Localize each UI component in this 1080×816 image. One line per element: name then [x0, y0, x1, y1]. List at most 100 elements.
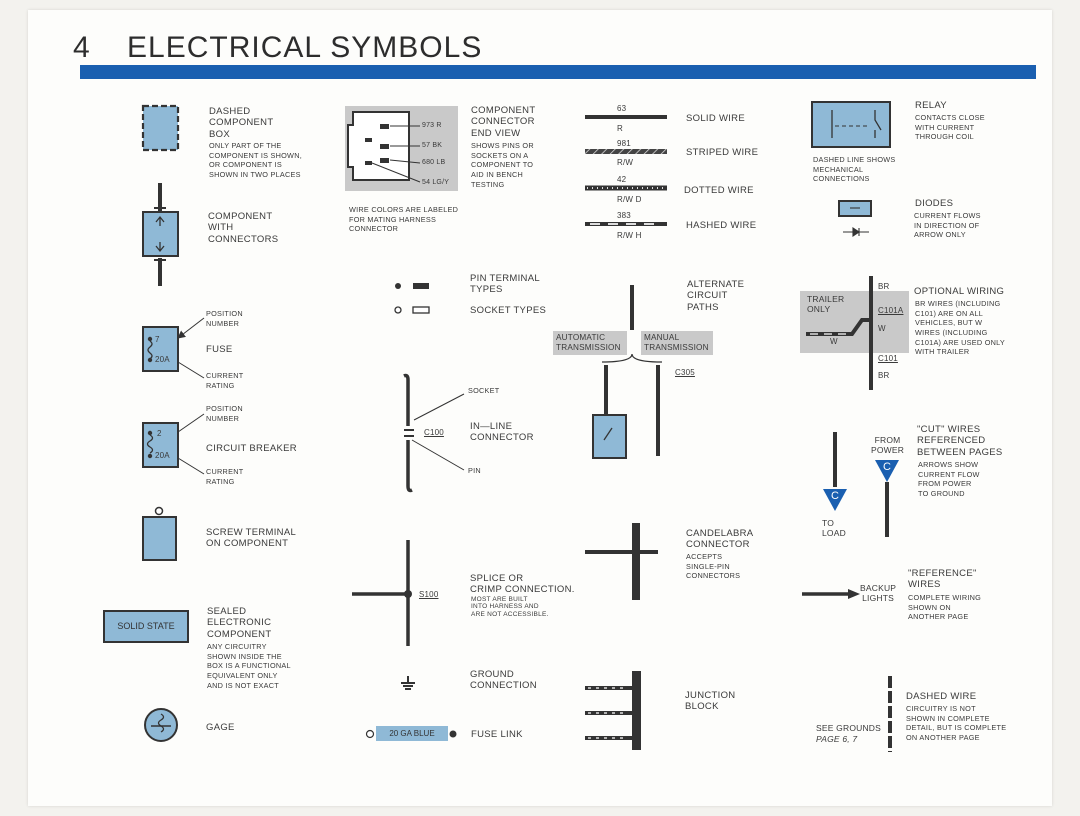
inline-code: C100 — [424, 428, 444, 437]
manual-transmission-label: MANUAL TRANSMISSION — [641, 331, 713, 355]
page-number: 4 — [73, 31, 91, 64]
fuse-link-title: FUSE LINK — [471, 729, 523, 740]
fuse-rating-label: CURRENT RATING — [206, 371, 244, 390]
w-label-1: W — [878, 324, 886, 333]
reference-note: COMPLETE WIRING SHOWN ON ANOTHER PAGE — [908, 593, 982, 622]
wire-color-striped: R/W — [617, 158, 634, 167]
component-connectors-title: COMPONENT WITH CONNECTORS — [208, 211, 279, 245]
screw-terminal-title: SCREW TERMINAL ON COMPONENT — [206, 527, 297, 550]
wire-color-dotted: R/W D — [617, 195, 642, 204]
from-power-label: FROM POWER — [871, 435, 905, 456]
reference-title: "REFERENCE" WIRES — [908, 568, 977, 591]
cut-wires-symbol — [823, 432, 899, 537]
candelabra-title: CANDELABRA CONNECTOR — [686, 528, 754, 551]
striped-wire-symbol — [585, 149, 667, 154]
title-rule — [80, 65, 1036, 79]
relay-note: CONTACTS CLOSE WITH CURRENT THROUGH COIL — [915, 113, 985, 142]
wire-number-solid: 63 — [617, 104, 627, 113]
inline-title: IN—LINE CONNECTOR — [470, 421, 534, 444]
alternate-title: ALTERNATE CIRCUIT PATHS — [687, 279, 745, 313]
c101a-label: C101A — [878, 306, 904, 315]
gage-symbol — [144, 708, 178, 742]
wire-title-hashed: HASHED WIRE — [686, 220, 757, 231]
trailer-only-label: TRAILER ONLY — [807, 294, 845, 315]
connector-end-title: COMPONENT CONNECTOR END VIEW — [471, 105, 536, 139]
pin-label-2: 57 BK — [422, 142, 443, 149]
breaker-position: 2 — [157, 429, 162, 438]
pin-label-1: 973 R — [422, 122, 442, 129]
reference-wire-symbol — [802, 589, 860, 599]
dashed-component-box-symbol — [141, 104, 180, 152]
wire-title-dotted: DOTTED WIRE — [684, 185, 754, 196]
relay-caption: DASHED LINE SHOWS MECHANICAL CONNECTIONS — [813, 155, 896, 184]
fuse-link-symbol — [365, 726, 457, 741]
dashed-box-note: ONLY PART OF THE COMPONENT IS SHOWN, OR … — [209, 141, 302, 179]
w-label-2: W — [830, 337, 838, 346]
solid-state-box-symbol — [103, 610, 189, 643]
screw-terminal-symbol — [142, 506, 177, 561]
connector-end-view-symbol — [345, 106, 458, 191]
backup-lights-label: BACKUP LIGHTS — [860, 583, 897, 604]
fuse-link-text: 20 GA BLUE — [389, 729, 435, 738]
wire-color-hashed: R/W H — [617, 231, 642, 240]
wire-number-hashed: 383 — [617, 211, 631, 220]
breaker-rating: 20A — [155, 451, 170, 460]
pin-socket-symbols — [394, 283, 430, 314]
fuse-symbol — [142, 317, 205, 379]
page-title: ELECTRICAL SYMBOLS — [127, 31, 483, 64]
inline-connector-symbol — [403, 373, 465, 493]
cut-letter-right: C — [883, 461, 891, 473]
fuse-label: FUSE — [206, 344, 233, 355]
splice-symbol — [352, 540, 412, 646]
fuse-position-label: POSITION NUMBER — [206, 309, 243, 328]
ground-symbol — [401, 676, 415, 690]
pin-terminal-title: PIN TERMINAL TYPES — [470, 273, 540, 296]
fuse-rating: 20A — [155, 355, 170, 364]
dashed-box-title: DASHED COMPONENT BOX — [209, 106, 274, 140]
component-with-connectors-symbol — [142, 183, 179, 286]
connector-end-note: SHOWS PINS OR SOCKETS ON A COMPONENT TO … — [471, 141, 534, 189]
pin-label-3: 680 LB — [422, 159, 446, 166]
relay-symbol — [811, 101, 891, 148]
diodes-title: DIODES — [915, 198, 954, 209]
see-grounds-page: PAGE 6, 7 — [816, 734, 858, 744]
splice-note: MOST ARE BUILT INTO HARNESS AND ARE NOT … — [471, 596, 549, 618]
c101-label: C101 — [878, 354, 898, 363]
sealed-title: SEALED ELECTRONIC COMPONENT — [207, 606, 272, 640]
splice-title: SPLICE OR CRIMP CONNECTION. — [470, 573, 575, 596]
breaker-label: CIRCUIT BREAKER — [206, 443, 297, 454]
diodes-note: CURRENT FLOWS IN DIRECTION OF ARROW ONLY — [914, 211, 981, 240]
junction-block-symbol — [585, 671, 641, 750]
circuit-breaker-symbol — [142, 413, 205, 475]
br-bottom-label: BR — [878, 371, 890, 380]
auto-transmission-label: AUTOMATIC TRANSMISSION — [553, 331, 627, 355]
alternate-code: C305 — [675, 368, 695, 377]
wire-number-striped: 981 — [617, 139, 631, 148]
ground-title: GROUND CONNECTION — [470, 669, 537, 692]
wire-title-solid: SOLID WIRE — [686, 113, 745, 124]
relay-title: RELAY — [915, 100, 947, 111]
fuse-position: 7 — [155, 335, 160, 344]
dashed-wire-note: CIRCUITRY IS NOT SHOWN IN COMPLETE DETAI… — [906, 704, 1007, 742]
cut-title: "CUT" WIRES REFERENCED BETWEEN PAGES — [917, 424, 1003, 458]
inline-socket-label: SOCKET — [468, 386, 500, 395]
pin-label-4: 54 LG/Y — [422, 179, 450, 186]
wire-number-dotted: 42 — [617, 175, 627, 184]
optional-note: BR WIRES (INCLUDING C101) ARE ON ALL VEH… — [915, 299, 1006, 357]
see-grounds-label: SEE GROUNDS — [816, 723, 882, 733]
alternate-paths-symbol — [592, 285, 663, 459]
candelabra-symbol — [585, 523, 658, 600]
optional-wiring-symbol — [800, 276, 909, 390]
cut-note: ARROWS SHOW CURRENT FLOW FROM POWER TO G… — [918, 460, 980, 498]
inline-pin-label: PIN — [468, 466, 481, 475]
br-top-label: BR — [878, 282, 890, 291]
wire-title-striped: STRIPED WIRE — [686, 147, 759, 158]
breaker-rating-label: CURRENT RATING — [206, 467, 244, 486]
connector-end-caption: WIRE COLORS ARE LABELED FOR MATING HARNE… — [349, 205, 459, 234]
breaker-position-label: POSITION NUMBER — [206, 404, 243, 423]
solid-state-text: SOLID STATE — [117, 621, 175, 631]
splice-code: S100 — [419, 590, 439, 599]
to-load-label: TO LOAD — [822, 518, 846, 539]
